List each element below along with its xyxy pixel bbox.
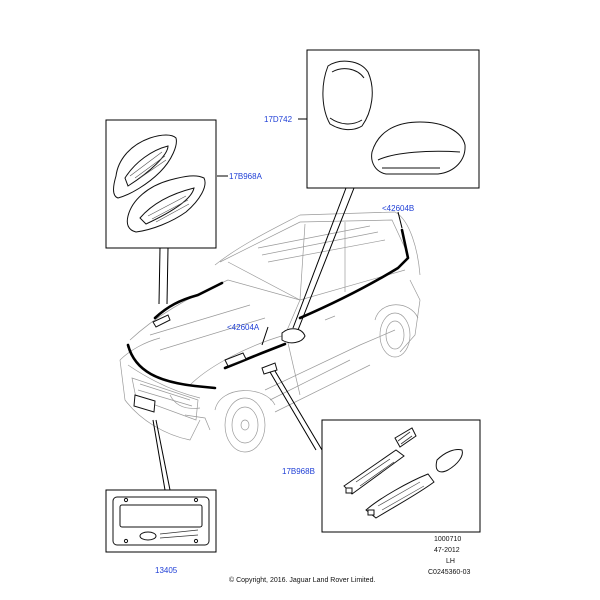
vehicle-outline — [119, 211, 421, 453]
copyright-notice: © Copyright, 2016. Jaguar Land Rover Lim… — [229, 576, 375, 584]
bonnet-front-strip[interactable] — [126, 343, 217, 390]
callout-body-strip[interactable]: <42604A — [227, 323, 260, 332]
info-side: LH — [446, 558, 455, 565]
plate-shape[interactable] — [133, 394, 156, 413]
mirror-cap-shape[interactable] — [281, 328, 306, 344]
roof-side-strip[interactable] — [298, 228, 410, 320]
side-vents-box[interactable] — [321, 419, 481, 533]
bonnet-vents-box[interactable] — [105, 119, 217, 249]
callout-mirror-caps[interactable]: 17D742 — [264, 115, 293, 124]
leader-lines — [152, 118, 403, 491]
bonnet-vent-left-shape[interactable] — [152, 314, 171, 328]
callout-roof-strip[interactable]: <42604B — [382, 204, 414, 213]
plate-frame-box[interactable] — [105, 489, 217, 553]
info-date: 47-2012 — [434, 547, 460, 554]
callout-side-vents[interactable]: 17B968B — [282, 467, 315, 476]
fender-strip[interactable] — [223, 342, 287, 370]
bonnet-edge-strip[interactable] — [153, 281, 224, 320]
callout-bonnet-vents[interactable]: 17B968A — [229, 172, 263, 181]
highlighted-parts — [126, 228, 410, 413]
info-code: 1000710 — [434, 536, 461, 543]
bonnet-vent-right-shape[interactable] — [224, 352, 247, 367]
mirror-caps-box[interactable] — [306, 49, 480, 189]
info-ref: C0245360-03 — [428, 569, 471, 576]
callout-plate-frame[interactable]: 13405 — [155, 566, 178, 575]
side-vent-shape[interactable] — [261, 362, 278, 375]
